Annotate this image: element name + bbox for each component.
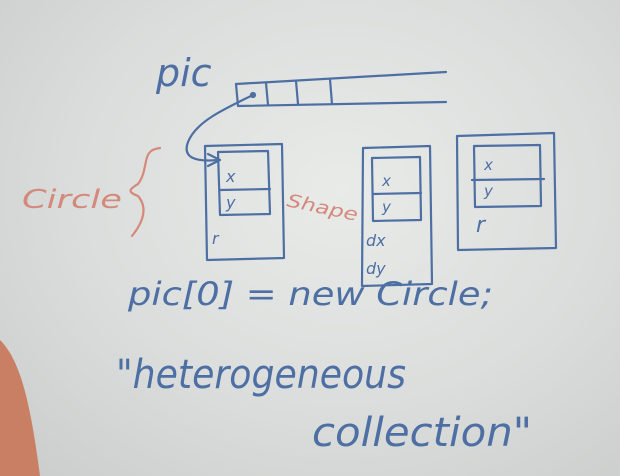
object3-field-x: x xyxy=(483,156,493,174)
circle-class-label: Circle xyxy=(22,185,122,215)
array-diagram xyxy=(234,70,448,108)
phrase-line-1: "heterogeneous xyxy=(116,352,406,398)
person-sleeve xyxy=(0,340,40,476)
shape-class-label: Shape xyxy=(285,190,360,226)
moving-object xyxy=(360,144,434,288)
circle-field-y: y xyxy=(225,193,236,212)
object2-field-dy: dy xyxy=(366,259,386,278)
array-name-label: pic xyxy=(155,51,212,95)
object3-field-r: r xyxy=(476,213,487,238)
circle-object xyxy=(203,142,286,262)
third-object xyxy=(455,131,558,252)
object2-field-x: x xyxy=(381,172,391,190)
object3-field-y: y xyxy=(483,182,494,200)
circle-brace xyxy=(129,146,162,238)
circle-field-x: x xyxy=(225,167,236,186)
phrase-line-2: collection" xyxy=(312,410,532,456)
object2-field-dx: dx xyxy=(366,231,386,250)
assignment-statement: pic[0] = new Circle; xyxy=(127,275,493,313)
pointer-arrow xyxy=(185,93,255,168)
object2-field-y: y xyxy=(381,198,392,216)
circle-field-r: r xyxy=(212,229,220,248)
